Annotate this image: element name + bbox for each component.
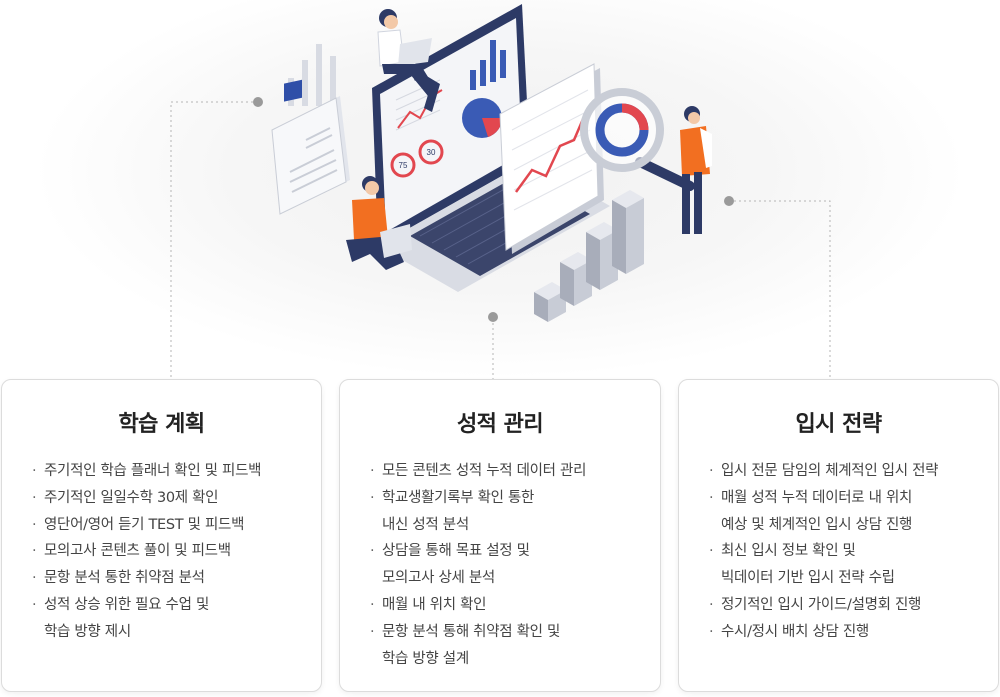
laptop-screen: 75 30	[372, 4, 530, 246]
data-analysis-illustration: 75 30	[170, 4, 831, 380]
gauge-right-value: 30	[427, 148, 436, 157]
card-title: 학습 계획	[118, 412, 205, 437]
person-with-laptop	[346, 176, 412, 270]
list-item: 문항 분석 통한 취약점 분석	[32, 565, 311, 592]
connector-lines	[170, 101, 831, 380]
list-item: 매월 내 위치 확인	[370, 592, 650, 619]
list-item: 모의고사 콘텐츠 풀이 및 피드백	[32, 538, 311, 565]
list-item: 영단어/영어 듣기 TEST 및 피드백	[32, 512, 311, 539]
card-list: 주기적인 학습 플래너 확인 및 피드백 주기적인 일일수학 30제 확인 영단…	[32, 458, 311, 646]
gauge-left-value: 75	[399, 161, 408, 170]
person-sitting-on-laptop	[377, 9, 440, 112]
list-item: 입시 전문 담임의 체계적인 입시 전략	[709, 458, 988, 485]
list-item: 수시/정시 배치 상담 진행	[709, 619, 988, 646]
connector-dot-center	[488, 312, 498, 322]
card-title: 성적 관리	[456, 412, 544, 437]
list-item: 정기적인 입시 가이드/설명회 진행	[709, 592, 988, 619]
card-grade-management: 성적 관리 모든 콘텐츠 성적 누적 데이터 관리 학교생활기록부 확인 통한내…	[339, 379, 661, 692]
magnifying-glass-icon	[580, 88, 695, 191]
list-item: 모든 콘텐츠 성적 누적 데이터 관리	[370, 458, 650, 485]
line-chart-document	[499, 63, 604, 254]
card-admission-strategy: 입시 전략 입시 전문 담임의 체계적인 입시 전략 매월 성적 누적 데이터로…	[678, 379, 999, 692]
person-standing	[680, 106, 712, 234]
list-item: 주기적인 학습 플래너 확인 및 피드백	[32, 458, 311, 485]
connector-dot-left	[253, 97, 263, 107]
connector-dot-right	[724, 196, 734, 206]
card-title: 입시 전략	[795, 412, 882, 437]
list-item: 성적 상승 위한 필요 수업 및학습 방향 제시	[32, 592, 311, 646]
floating-document-icon	[271, 79, 350, 215]
rising-bars-3d	[534, 190, 644, 322]
card-list: 입시 전문 담임의 체계적인 입시 전략 매월 성적 누적 데이터로 내 위치예…	[709, 458, 988, 646]
list-item: 주기적인 일일수학 30제 확인	[32, 485, 311, 512]
list-item: 문항 분석 통해 취약점 확인 및학습 방향 설계	[370, 619, 650, 673]
card-study-plan: 학습 계획 주기적인 학습 플래너 확인 및 피드백 주기적인 일일수학 30제…	[1, 379, 322, 692]
